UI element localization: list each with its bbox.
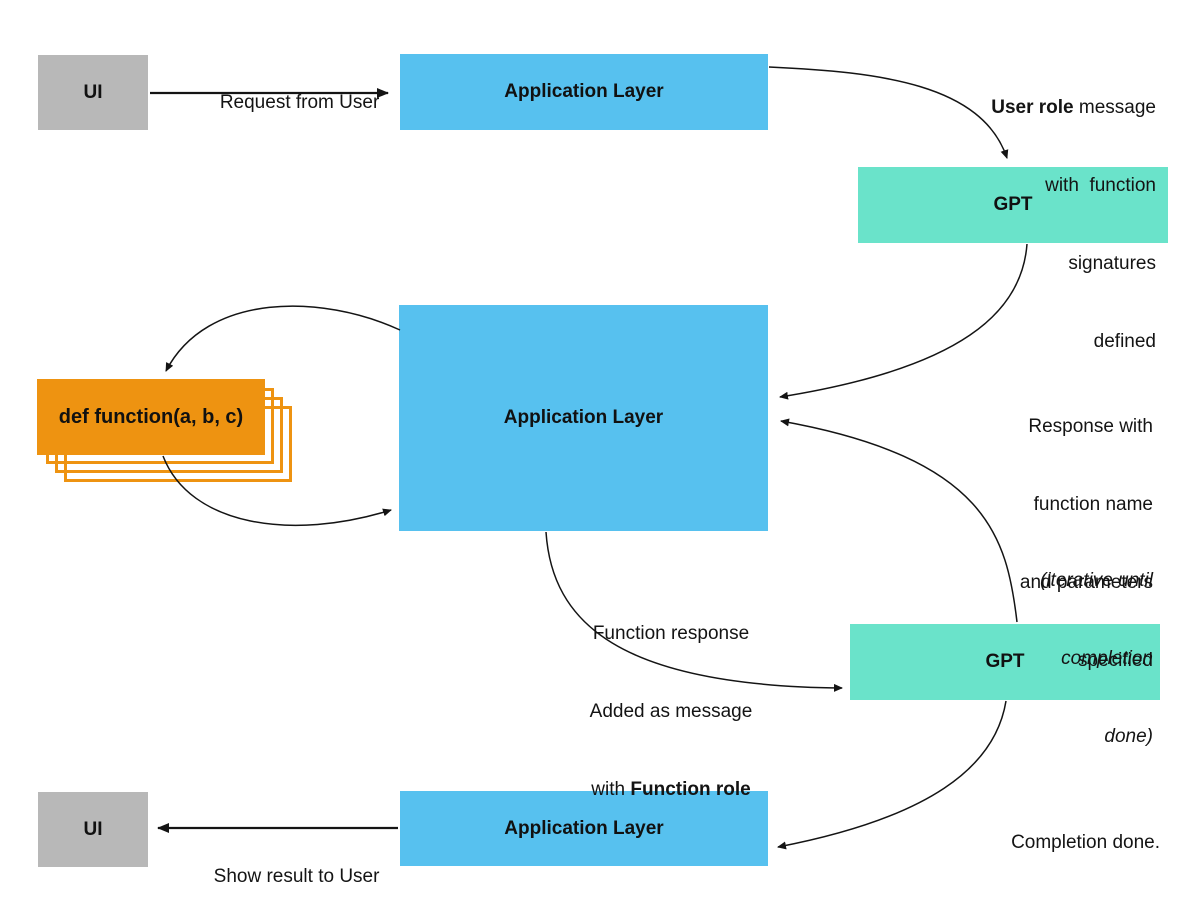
iterative-until-completion-label: (iterative until completion done)	[1040, 570, 1153, 747]
application-layer-box-bottom: Application Layer	[400, 791, 768, 866]
ui-box-top: UI	[38, 55, 148, 130]
gpt-bottom-label: GPT	[985, 651, 1025, 672]
gpt-box-bottom: GPT	[850, 624, 1160, 700]
application-layer-top-label: Application Layer	[504, 81, 664, 102]
function-definition-card: def function(a, b, c)	[37, 379, 265, 455]
application-layer-box-middle: Application Layer	[399, 305, 768, 531]
arrow-app-mid-to-functions	[165, 305, 401, 372]
function-definition-label: def function(a, b, c)	[58, 405, 244, 428]
ui-box-top-label: UI	[83, 81, 103, 103]
function-response-message-label: Function response Added as message with …	[589, 623, 753, 800]
user-role-message-label: User role message with function signatur…	[991, 97, 1156, 352]
gpt-top-label: GPT	[993, 194, 1033, 215]
completion-done-label: Completion done. Assistant response sent…	[991, 832, 1160, 912]
application-layer-box-top: Application Layer	[400, 54, 768, 130]
application-layer-bottom-label: Application Layer	[504, 817, 664, 839]
application-layer-middle-label: Application Layer	[503, 407, 664, 428]
ui-box-bottom-label: UI	[83, 818, 103, 840]
ui-box-bottom: UI	[38, 792, 148, 867]
function-definitions-stack: def function(a, b, c)	[37, 379, 292, 482]
response-function-name-label: Response with function name and paramete…	[1019, 416, 1153, 671]
request-from-user-label: Request from User	[219, 92, 380, 113]
show-result-to-user-label: Show result to User	[213, 866, 380, 887]
gpt-box-top: GPT	[858, 167, 1168, 243]
